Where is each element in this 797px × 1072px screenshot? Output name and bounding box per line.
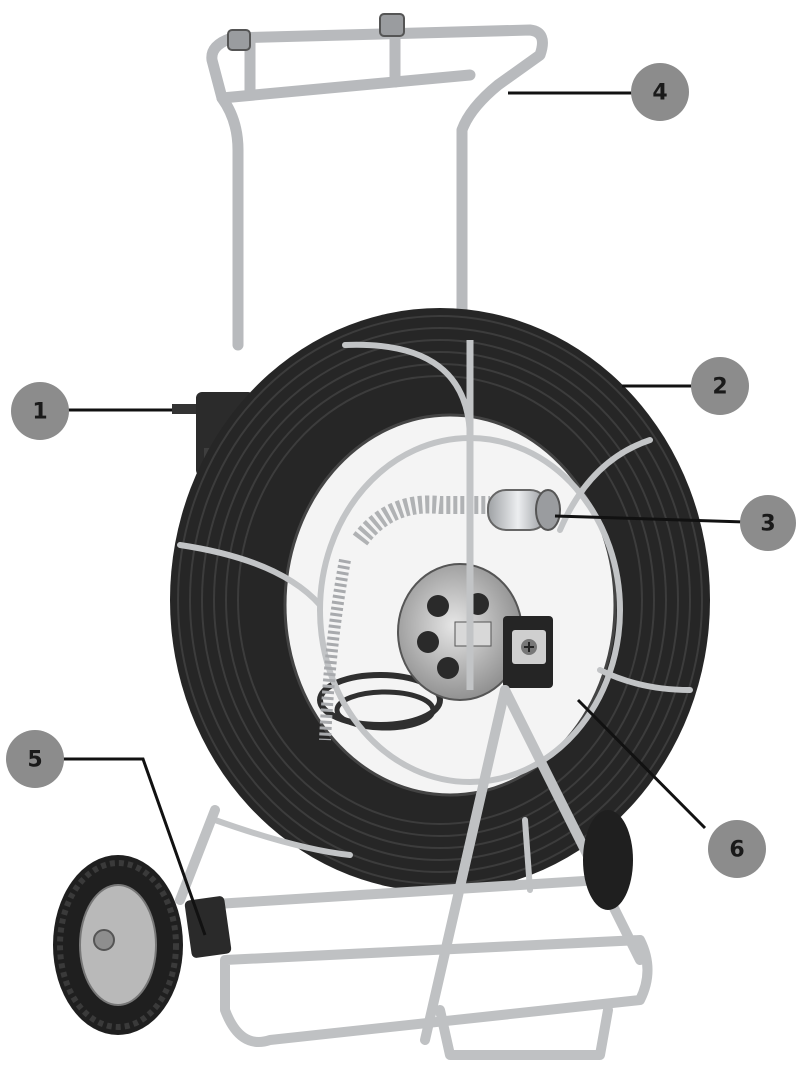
camera-head [319,489,561,741]
callout-label-5: 5 [27,748,42,773]
callout-1: 1 [11,382,69,440]
callout-badge-1 [11,382,69,440]
leader-line-3 [554,514,746,524]
leader-lines [60,91,746,936]
handle-clamps [227,13,405,51]
callout-label-1: 1 [32,400,47,425]
callout-badge-4 [631,63,689,121]
callout-label-2: 2 [712,375,727,400]
callout-3: 3 [740,495,796,551]
handle [206,24,548,351]
callout-badge-2 [691,357,749,415]
callout-badge-5 [6,730,64,788]
callout-2: 2 [691,357,749,415]
frame [175,685,653,1060]
callout-label-6: 6 [729,838,744,863]
wheel [53,810,633,1035]
callout-badge-6 [708,820,766,878]
callout-5: 5 [6,730,64,788]
cart-illustration [53,13,710,1060]
callout-label-4: 4 [652,81,667,106]
leader-line-5 [60,757,207,936]
callout-6: 6 [708,820,766,878]
slip-ring-box [503,616,553,688]
leader-line-6 [576,698,707,830]
callout-badge-3 [740,495,796,551]
callout-label-3: 3 [760,512,775,537]
brake [184,896,232,958]
callout-4: 4 [631,63,689,121]
